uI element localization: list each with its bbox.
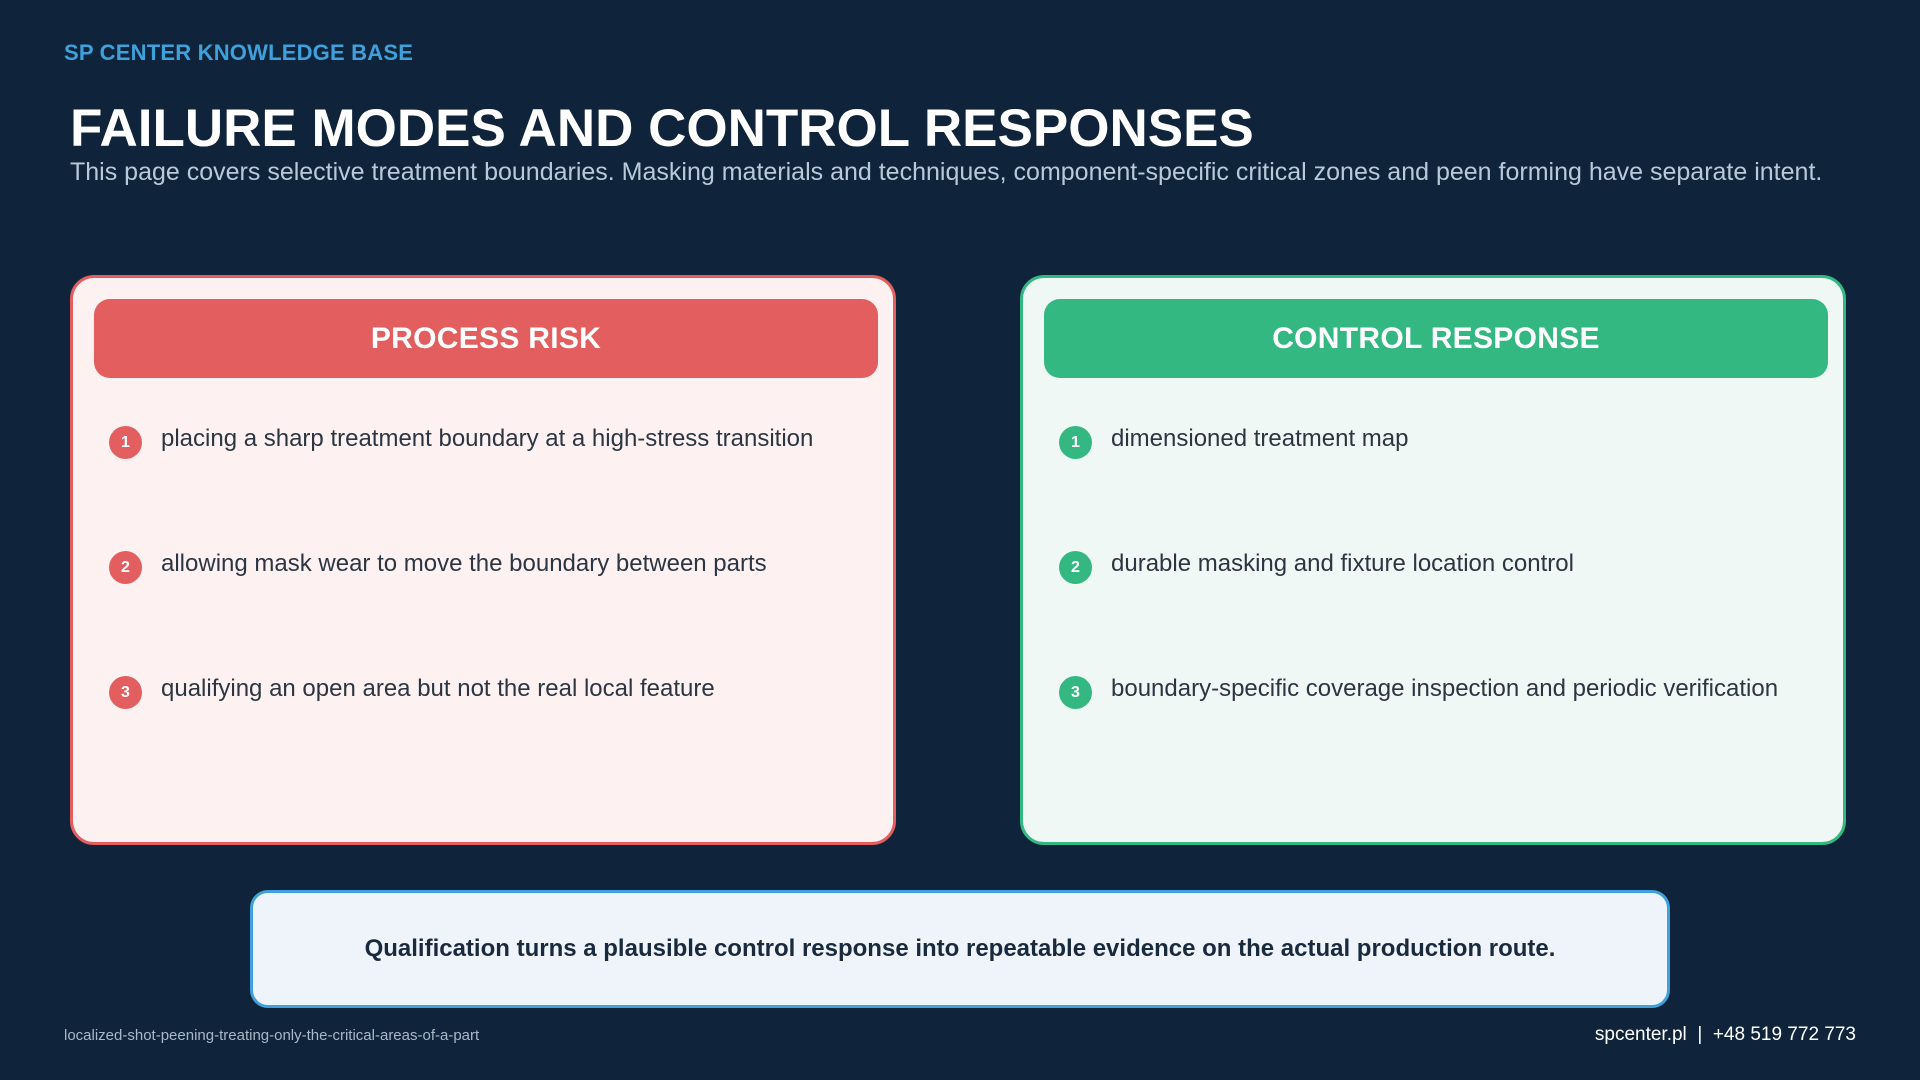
risk-item-number: 2 <box>109 551 142 584</box>
control-item: 3 boundary-specific coverage inspection … <box>1059 674 1778 709</box>
qualification-callout: Qualification turns a plausible control … <box>250 890 1670 1008</box>
risk-item-text: qualifying an open area but not the real… <box>161 675 715 702</box>
control-item-text: durable masking and fixture location con… <box>1111 550 1574 577</box>
risk-item: 1 placing a sharp treatment boundary at … <box>109 424 813 459</box>
risk-item: 3 qualifying an open area but not the re… <box>109 674 715 709</box>
control-response-panel: CONTROL RESPONSE 1 dimensioned treatment… <box>1020 275 1846 845</box>
page-slug: localized-shot-peening-treating-only-the… <box>64 1027 480 1044</box>
process-risk-panel: PROCESS RISK 1 placing a sharp treatment… <box>70 275 896 845</box>
page-title: FAILURE MODES AND CONTROL RESPONSES <box>70 99 1254 158</box>
control-item-number: 3 <box>1059 676 1092 709</box>
control-item-text: boundary-specific coverage inspection an… <box>1111 675 1779 702</box>
control-response-header: CONTROL RESPONSE <box>1044 299 1828 378</box>
control-item-number: 2 <box>1059 551 1092 584</box>
risk-item: 2 allowing mask wear to move the boundar… <box>109 549 767 584</box>
risk-item-text: placing a sharp treatment boundary at a … <box>161 425 814 452</box>
risk-item-text: allowing mask wear to move the boundary … <box>161 550 767 577</box>
control-item-text: dimensioned treatment map <box>1111 425 1409 452</box>
risk-item-number: 1 <box>109 426 142 459</box>
control-item: 1 dimensioned treatment map <box>1059 424 1409 459</box>
page-subtitle: This page covers selective treatment bou… <box>70 158 1823 186</box>
risk-item-number: 3 <box>109 676 142 709</box>
process-risk-header: PROCESS RISK <box>94 299 878 378</box>
contact-info: spcenter.pl | +48 519 772 773 <box>1594 1024 1856 1045</box>
brand-label: SP CENTER KNOWLEDGE BASE <box>64 40 414 65</box>
control-item: 2 durable masking and fixture location c… <box>1059 549 1574 584</box>
control-item-number: 1 <box>1059 426 1092 459</box>
